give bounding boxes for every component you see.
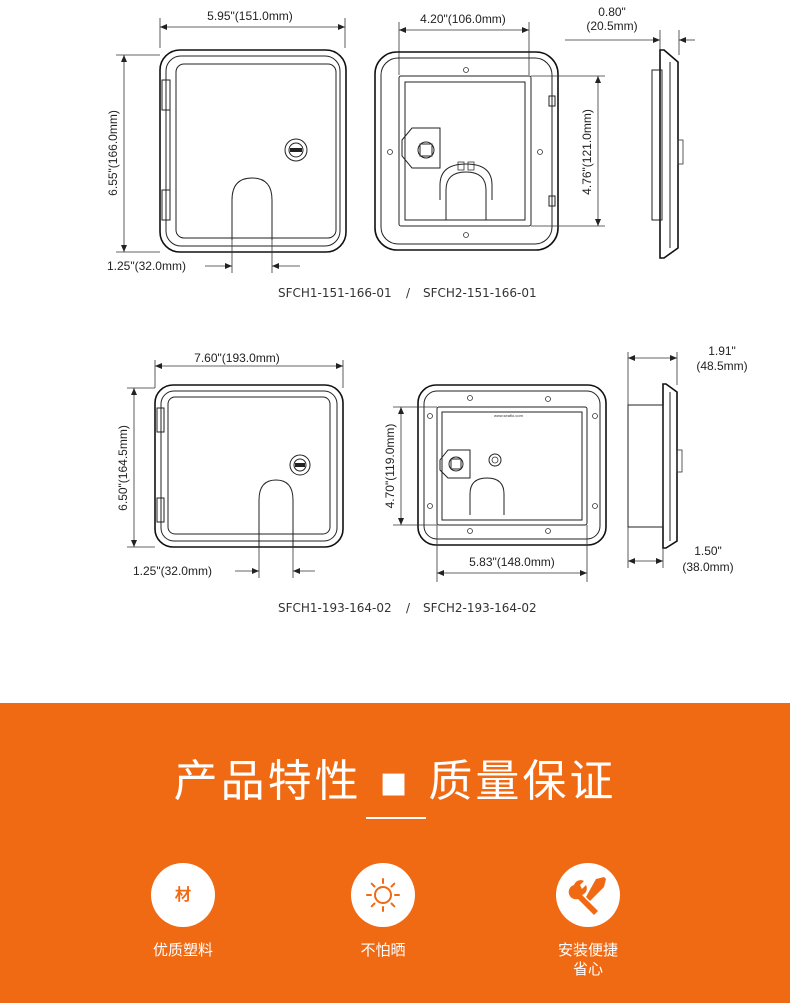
- top-depth-label-2: (20.5mm): [586, 19, 637, 33]
- feature-install: 安装便捷 省心: [518, 863, 658, 979]
- top-depth-label-1: 0.80": [598, 5, 626, 19]
- top-model-b: SFCH2-151-166-01: [423, 286, 537, 300]
- technical-drawing: 5.95"(151.0mm) 6.55"(166.0mm) 1.25"(32.0…: [106, 5, 748, 615]
- top-inner-height-label: 4.76"(121.0mm): [580, 109, 594, 195]
- bottom-inner-height-label: 4.70"(119.0mm): [383, 424, 397, 509]
- top-back-view: 4.20"(106.0mm) 4.76"(121.0mm): [374, 12, 605, 251]
- top-front-view: 5.95"(151.0mm) 6.55"(166.0mm) 1.25"(32.0…: [106, 9, 347, 273]
- brand-mark: www.seaflo.com: [494, 413, 524, 418]
- bottom-back-view: www.seaflo.com 4.70"(119.0mm) 5.83"(148.…: [383, 384, 607, 582]
- top-side-view: 0.80" (20.5mm): [565, 5, 695, 259]
- bottom-depth-label-2: (48.5mm): [696, 359, 747, 373]
- tools-icon: [556, 863, 620, 927]
- bottom-model-separator: /: [406, 601, 411, 615]
- feature-sunproof-label: 不怕晒: [360, 941, 406, 959]
- bottom-depth2-label-1: 1.50": [694, 544, 722, 558]
- bottom-front-view: 7.60"(193.0mm) 6.50"(164.5mm) 1.25"(32.0…: [116, 351, 344, 578]
- feature-material-label: 优质塑料: [152, 941, 213, 959]
- bottom-side-view: 1.91" (48.5mm) 1.50" (38.0mm): [627, 344, 748, 574]
- top-opening-label: 1.25"(32.0mm): [107, 259, 186, 273]
- banner-divider: [366, 817, 426, 819]
- bottom-inner-width-label: 5.83"(148.0mm): [469, 555, 555, 569]
- top-height-label: 6.55"(166.0mm): [106, 110, 120, 196]
- feature-install-label: 安装便捷 省心: [557, 941, 618, 978]
- bottom-model-a: SFCH1-193-164-02: [278, 601, 392, 615]
- bottom-width-label: 7.60"(193.0mm): [194, 351, 280, 365]
- top-inner-width-label: 4.20"(106.0mm): [420, 12, 506, 26]
- feature-sunproof: 不怕晒: [313, 863, 453, 960]
- sun-icon: [351, 863, 415, 927]
- material-icon: 材: [151, 863, 215, 927]
- top-width-label: 5.95"(151.0mm): [207, 9, 293, 23]
- feature-banner: 产品特性 ▪ 质量保证 材 优质塑料 不怕晒: [0, 703, 790, 1003]
- feature-material: 材 优质塑料: [113, 863, 253, 960]
- bottom-depth-label-1: 1.91": [708, 344, 736, 358]
- bottom-depth2-label-2: (38.0mm): [682, 560, 733, 574]
- bottom-opening-label: 1.25"(32.0mm): [133, 564, 212, 578]
- top-model-separator: /: [406, 286, 411, 300]
- material-icon-text: 材: [174, 885, 191, 904]
- banner-title: 产品特性 ▪ 质量保证: [173, 756, 617, 807]
- bottom-model-b: SFCH2-193-164-02: [423, 601, 537, 615]
- bottom-height-label: 6.50"(164.5mm): [116, 425, 130, 511]
- top-model-a: SFCH1-151-166-01: [278, 286, 392, 300]
